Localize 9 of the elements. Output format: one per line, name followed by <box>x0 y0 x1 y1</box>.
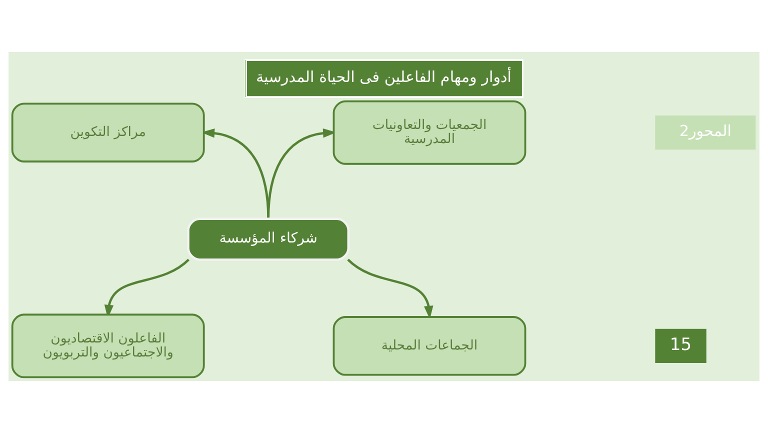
diagram-title: أدوار ومهام الفاعلين فى الحياة المدرسية <box>256 68 512 86</box>
arrow <box>347 258 434 319</box>
node-box: مراكز التكوين <box>11 102 205 162</box>
node-box: الجمعيات والتعاونيات المدرسية <box>332 100 526 164</box>
label: 15 <box>670 334 692 355</box>
label: المحور2 <box>679 122 732 140</box>
node-box: الجماعات المحلية <box>332 316 526 376</box>
node-box: الفاعلون الاقتصاديون والاجتماعيون والتربويون <box>11 313 205 378</box>
node-box: شركاء المؤسسة <box>187 217 350 260</box>
